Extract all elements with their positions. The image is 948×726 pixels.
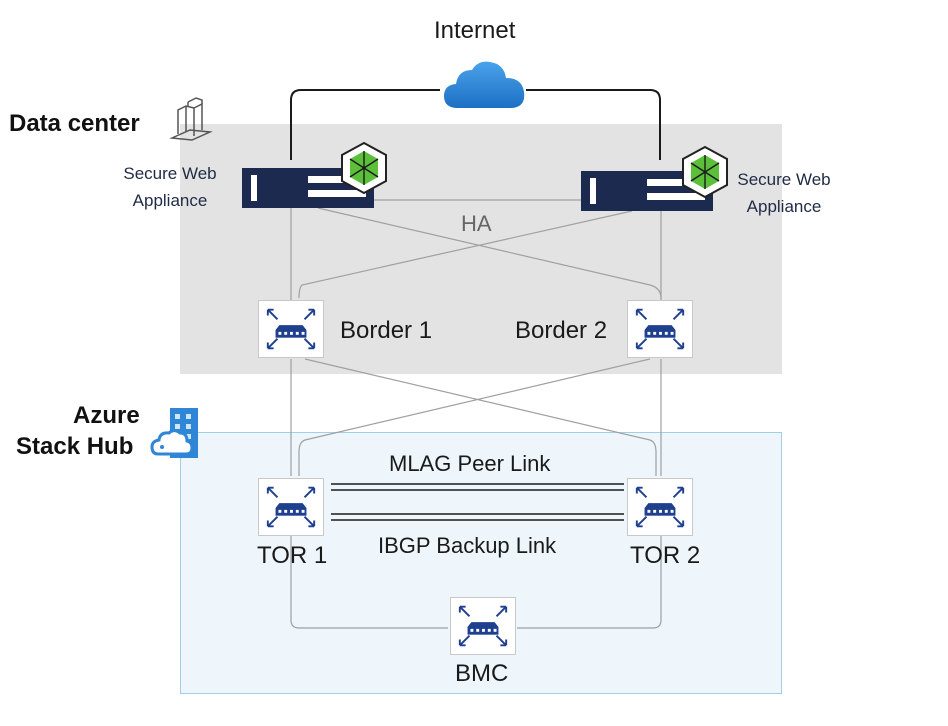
tor2-bmc-link: [517, 536, 662, 629]
bmc-label: BMC: [455, 660, 509, 687]
mlag-peer-link-label: MLAG Peer Link: [389, 451, 551, 476]
tor-1-switch: [258, 478, 324, 536]
building-icon: [169, 97, 213, 141]
network-switch-icon: [266, 486, 316, 528]
ha-label: HA: [461, 211, 492, 236]
swa1-border2-link: [317, 207, 662, 299]
border2-tor1-link: [298, 358, 651, 476]
appliance-1-label: Secure Web Appliance: [110, 160, 230, 214]
data-center-title: Data center: [9, 110, 140, 137]
security-hexagon-icon: [341, 141, 387, 195]
appliance-1-label-line1: Secure Web: [123, 164, 217, 183]
border-1-label: Border 1: [340, 317, 433, 344]
cloud-icon: [444, 61, 525, 108]
uplink-right: [526, 89, 661, 160]
azure-stack-hub-title-line2: Stack Hub: [16, 433, 134, 460]
border-1-switch: [258, 300, 324, 358]
azure-stack-hub-title-line1: Azure: [73, 402, 140, 429]
appliance-1-label-line2: Appliance: [132, 191, 208, 210]
bmc-switch: [450, 597, 516, 655]
azure-stack-hub-icon: [150, 408, 198, 458]
border-2-switch: [627, 300, 693, 358]
network-switch-icon: [635, 308, 685, 350]
appliance-2-label-line1: Secure Web: [737, 170, 831, 189]
network-switch-icon: [458, 605, 508, 647]
network-switch-icon: [266, 308, 316, 350]
tor1-bmc-link: [290, 536, 448, 629]
appliance-2-label: Secure Web Appliance: [724, 166, 844, 220]
appliance-2-label-line2: Appliance: [746, 197, 822, 216]
security-hexagon-icon: [682, 145, 728, 199]
tor-1-label: TOR 1: [257, 542, 328, 569]
network-switch-icon: [635, 486, 685, 528]
tor-2-label: TOR 2: [630, 542, 701, 569]
tor-2-switch: [627, 478, 693, 536]
internet-label: Internet: [434, 17, 516, 44]
uplink-left: [290, 89, 440, 160]
border-2-label: Border 2: [515, 317, 608, 344]
swa2-border1-link: [298, 210, 633, 299]
ibgp-backup-link-label: IBGP Backup Link: [378, 533, 557, 558]
border1-tor2-link: [304, 358, 657, 476]
